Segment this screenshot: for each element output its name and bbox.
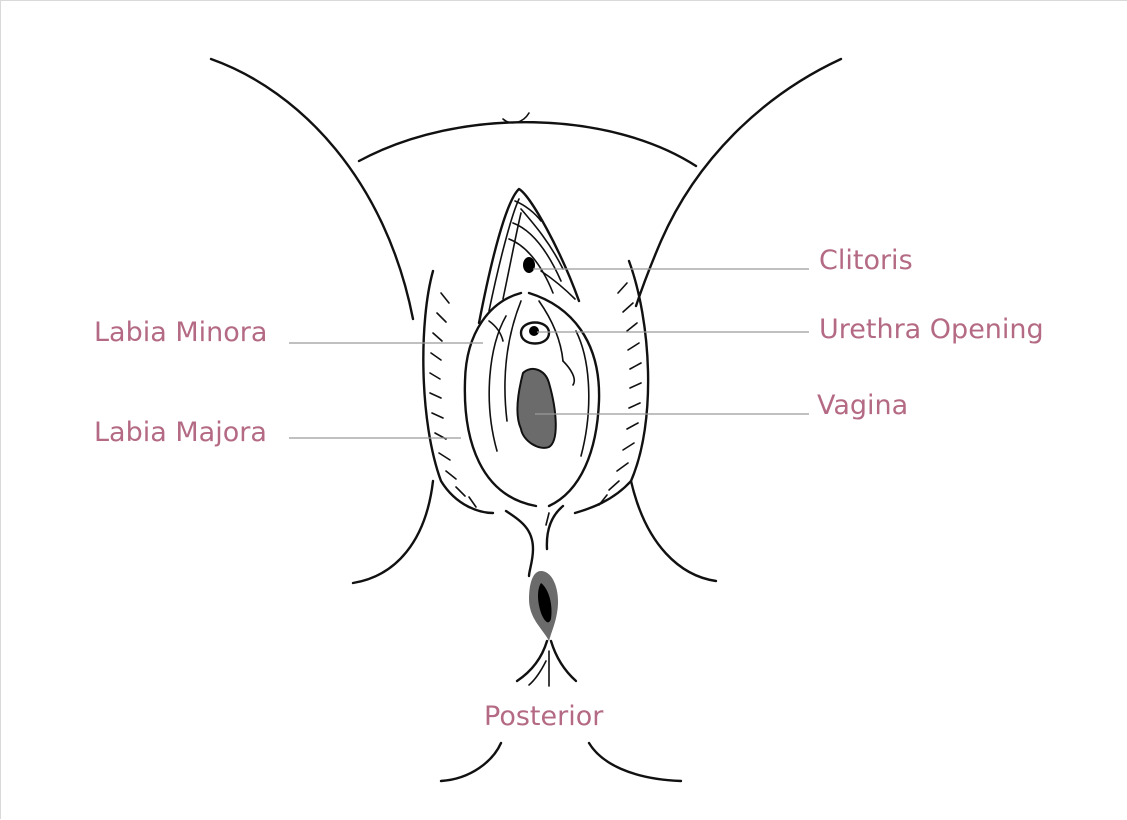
clitoris-glans (523, 257, 535, 273)
left-thigh-lower (353, 481, 433, 583)
right-thigh-lower (631, 481, 716, 581)
urethra-opening-dot (529, 326, 539, 336)
label-clitoris: Clitoris (819, 245, 913, 277)
anal-fold-right (551, 641, 576, 681)
pubic-mound-contour (359, 122, 696, 166)
buttock-left (441, 743, 501, 781)
vaginal-opening (517, 369, 555, 448)
anal-fold-left (517, 641, 547, 681)
label-labia-majora: Labia Majora (94, 417, 267, 449)
perineum-left (506, 511, 533, 576)
labia-majora-right-outline (575, 261, 648, 513)
left-thigh-contour (211, 59, 413, 319)
label-urethra-opening: Urethra Opening (819, 314, 1044, 346)
label-posterior: Posterior (484, 701, 603, 733)
buttock-right (589, 743, 681, 781)
label-labia-minora: Labia Minora (94, 317, 267, 349)
label-vagina: Vagina (817, 390, 908, 422)
